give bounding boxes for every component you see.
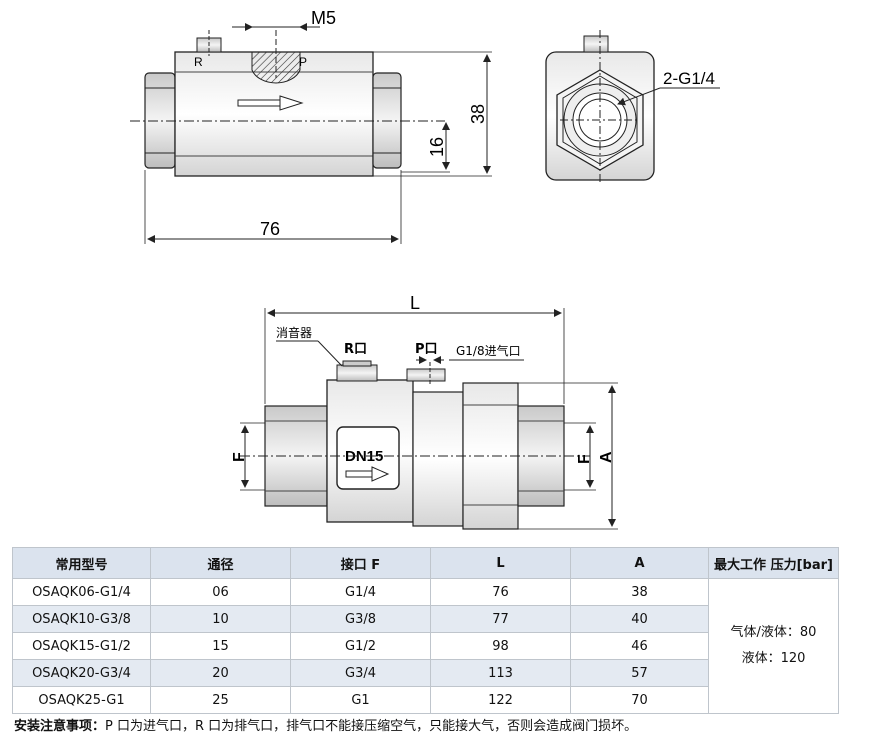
cell-model: OSAQK20-G3/4 bbox=[12, 659, 151, 687]
cell-bore: 10 bbox=[150, 605, 291, 633]
cell-a: 70 bbox=[570, 686, 709, 714]
cell-pressure: 气体/液体：80 液体：120 bbox=[708, 578, 839, 714]
cell-l: 98 bbox=[430, 632, 571, 660]
notice-title: 安装注意事项： bbox=[14, 719, 106, 734]
length-l-label: L bbox=[410, 293, 420, 313]
port-p-label-top: P bbox=[299, 55, 307, 69]
cell-model: OSAQK06-G1/4 bbox=[12, 578, 151, 606]
f-left-label: F bbox=[231, 452, 248, 462]
cell-bore: 15 bbox=[150, 632, 291, 660]
cell-a: 38 bbox=[570, 578, 709, 606]
cell-l: 76 bbox=[430, 578, 571, 606]
cell-bore: 20 bbox=[150, 659, 291, 687]
spec-table: 常用型号 通径 接口 F L A 最大工作 压力[bar] OSAQK06-G1… bbox=[12, 547, 839, 714]
cell-l: 122 bbox=[430, 686, 571, 714]
cell-model: OSAQK25-G1 bbox=[12, 686, 151, 714]
header-port-f: 接口 F bbox=[290, 547, 431, 579]
cell-bore: 06 bbox=[150, 578, 291, 606]
header-pressure: 最大工作 压力[bar] bbox=[708, 547, 839, 579]
table-row: OSAQK10-G3/8 10 G3/8 77 40 bbox=[12, 605, 839, 633]
header-l: L bbox=[430, 547, 571, 579]
cell-a: 46 bbox=[570, 632, 709, 660]
thread-2g14-label: 2-G1/4 bbox=[663, 69, 715, 88]
header-bore: 通径 bbox=[150, 547, 291, 579]
section-view: DN15 L 消音器 R口 P口 G1/8进气口 F F bbox=[231, 293, 618, 530]
cell-port: G3/8 bbox=[290, 605, 431, 633]
cell-port: G1/2 bbox=[290, 632, 431, 660]
port-r-label-top: R bbox=[194, 55, 203, 69]
port-p-label: P口 bbox=[415, 342, 438, 357]
cell-l: 113 bbox=[430, 659, 571, 687]
notice-text: P 口为进气口，R 口为排气口，排气口不能接压缩空气，只能接大气，否则会造成阀门… bbox=[105, 719, 638, 734]
cell-l: 77 bbox=[430, 605, 571, 633]
dim-76-label: 76 bbox=[260, 219, 280, 239]
cell-bore: 25 bbox=[150, 686, 291, 714]
cell-port: G1 bbox=[290, 686, 431, 714]
cell-model: OSAQK10-G3/8 bbox=[12, 605, 151, 633]
inlet-label: G1/8进气口 bbox=[456, 343, 521, 358]
cell-model: OSAQK15-G1/2 bbox=[12, 632, 151, 660]
table-row: OSAQK20-G3/4 20 G3/4 113 57 bbox=[12, 659, 839, 687]
cell-port: G1/4 bbox=[290, 578, 431, 606]
pressure-liquid: 液体：120 bbox=[741, 651, 806, 666]
f-right-label: F bbox=[576, 454, 593, 464]
silencer-label: 消音器 bbox=[276, 325, 312, 340]
end-view: 2-G1/4 bbox=[545, 30, 720, 185]
pressure-gas-liquid: 气体/液体：80 bbox=[730, 625, 817, 640]
a-label: A bbox=[598, 451, 615, 463]
technical-drawing: R P M5 38 16 76 2-G1/4 bbox=[130, 8, 720, 530]
table-row: OSAQK25-G1 25 G1 122 70 bbox=[12, 686, 839, 714]
dim-16-label: 16 bbox=[427, 137, 447, 157]
m5-label: M5 bbox=[311, 8, 336, 28]
port-r-label: R口 bbox=[344, 342, 367, 357]
table-row: OSAQK06-G1/4 06 G1/4 76 38 气体/液体：80 液体：1… bbox=[12, 578, 839, 714]
cell-a: 57 bbox=[570, 659, 709, 687]
side-view: R P M5 38 16 76 bbox=[130, 8, 492, 244]
cell-port: G3/4 bbox=[290, 659, 431, 687]
dim-38-label: 38 bbox=[468, 104, 488, 124]
installation-notice: 安装注意事项：P 口为进气口，R 口为排气口，排气口不能接压缩空气，只能接大气，… bbox=[14, 715, 637, 734]
header-model: 常用型号 bbox=[12, 547, 151, 579]
table-header-row: 常用型号 通径 接口 F L A 最大工作 压力[bar] bbox=[12, 547, 839, 579]
header-a: A bbox=[570, 547, 709, 579]
cell-a: 40 bbox=[570, 605, 709, 633]
dn15-mark: DN15 bbox=[345, 448, 383, 465]
